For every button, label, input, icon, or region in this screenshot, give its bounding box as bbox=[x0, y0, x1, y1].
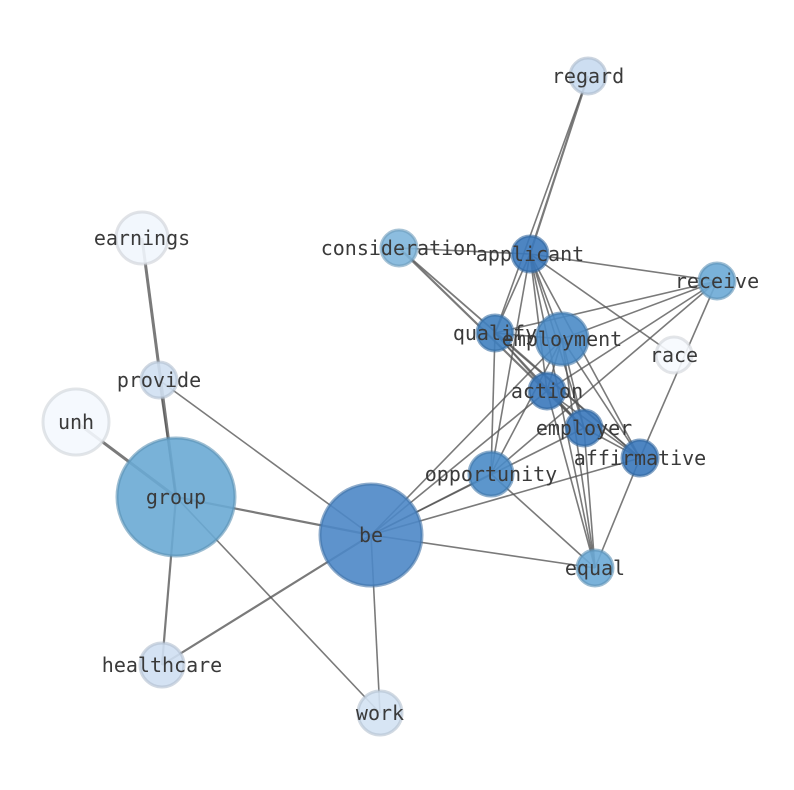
node-be[interactable] bbox=[318, 482, 424, 588]
node-action[interactable] bbox=[527, 371, 567, 411]
node-label-consideration: consideration bbox=[321, 236, 478, 260]
edge-action-equal bbox=[546, 390, 596, 569]
node-healthcare[interactable] bbox=[138, 641, 186, 689]
edge-employer-equal bbox=[583, 427, 596, 569]
node-label-group: group bbox=[146, 485, 206, 509]
node-opportunity[interactable] bbox=[467, 450, 515, 498]
edge-regard-applicant bbox=[528, 75, 590, 255]
nodes-layer bbox=[41, 56, 737, 737]
edge-employment-equal bbox=[561, 338, 596, 569]
node-label-be: be bbox=[359, 523, 383, 547]
node-label-unh: unh bbox=[58, 410, 94, 434]
edge-consideration-applicant bbox=[398, 247, 531, 255]
edge-receive-employment bbox=[561, 280, 718, 340]
node-employment[interactable] bbox=[534, 311, 590, 367]
edge-affirmative-equal bbox=[594, 457, 641, 569]
node-work[interactable] bbox=[356, 689, 404, 737]
edge-qualify-opportunity bbox=[490, 332, 496, 475]
node-label-employer: employer bbox=[536, 416, 632, 440]
edge-applicant-equal bbox=[529, 253, 596, 569]
node-employer[interactable] bbox=[564, 408, 604, 448]
edge-receive-qualify bbox=[494, 280, 718, 334]
node-label-opportunity: opportunity bbox=[425, 462, 557, 486]
node-label-regard: regard bbox=[552, 64, 624, 88]
node-regard[interactable] bbox=[568, 56, 608, 96]
node-label-work: work bbox=[356, 701, 404, 725]
edge-regard-qualify bbox=[494, 75, 589, 334]
edge-receive-opportunity bbox=[490, 280, 718, 475]
node-earnings[interactable] bbox=[114, 210, 170, 266]
edge-applicant-affirmative bbox=[529, 253, 641, 459]
node-affirmative[interactable] bbox=[620, 438, 660, 478]
node-label-race: race bbox=[650, 343, 698, 367]
node-label-action: action bbox=[511, 379, 583, 403]
edge-applicant-opportunity bbox=[490, 253, 531, 475]
node-qualify[interactable] bbox=[475, 313, 515, 353]
node-label-affirmative: affirmative bbox=[574, 446, 706, 470]
node-label-qualify: qualify bbox=[453, 321, 537, 345]
node-race[interactable] bbox=[654, 335, 694, 375]
edges-layer bbox=[75, 75, 718, 714]
node-provide[interactable] bbox=[139, 360, 179, 400]
node-unh[interactable] bbox=[41, 387, 111, 457]
node-label-receive: receive bbox=[675, 269, 759, 293]
node-label-applicant: applicant bbox=[476, 242, 584, 266]
node-label-provide: provide bbox=[117, 368, 201, 392]
node-consideration[interactable] bbox=[379, 228, 419, 268]
node-equal[interactable] bbox=[575, 548, 615, 588]
node-applicant[interactable] bbox=[510, 234, 550, 274]
node-label-equal: equal bbox=[565, 556, 625, 580]
node-group[interactable] bbox=[115, 436, 237, 558]
node-label-earnings: earnings bbox=[94, 226, 190, 250]
edge-receive-action bbox=[546, 280, 718, 392]
edge-qualify-affirmative bbox=[494, 332, 641, 459]
edge-applicant-receive bbox=[529, 253, 718, 282]
node-receive[interactable] bbox=[697, 261, 737, 301]
node-label-healthcare: healthcare bbox=[102, 653, 222, 677]
node-label-employment: employment bbox=[502, 327, 622, 351]
